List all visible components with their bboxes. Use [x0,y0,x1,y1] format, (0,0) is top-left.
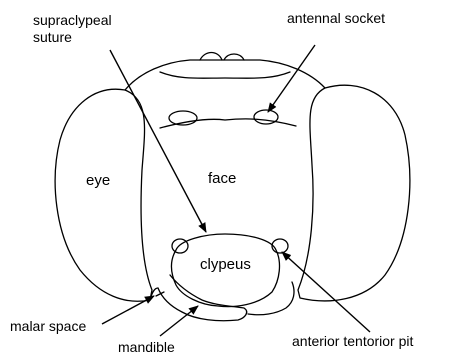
label-supraclypeal: supraclypeal suture [33,12,133,46]
right-eye-outline [298,85,410,301]
pointer-antennal-socket [268,45,315,112]
left-tentorial-pit [172,239,188,253]
pointer-supraclypeal-suture [110,50,206,232]
right-mandible [248,282,294,315]
label-clypeus: clypeus [200,256,251,274]
label-antennal-socket: antennal socket [287,10,385,27]
socket-ridge [160,119,296,128]
label-supraclypeal-text: supraclypeal suture [33,12,133,46]
vertex-bumps [200,53,244,61]
face-upper-border [160,72,290,78]
head-contour [125,60,325,90]
label-anterior-tentorior-pit: anterior tentorior pit [292,333,413,350]
label-mandible: mandible [118,339,175,356]
label-face: face [208,170,236,188]
left-mandible [158,275,247,321]
label-malar-space: malar space [10,318,86,335]
pointer-anterior-tentorior-pit [282,252,370,332]
label-eye: eye [86,172,110,190]
left-eye-outline [55,89,152,301]
right-tentorial-pit [272,239,288,253]
